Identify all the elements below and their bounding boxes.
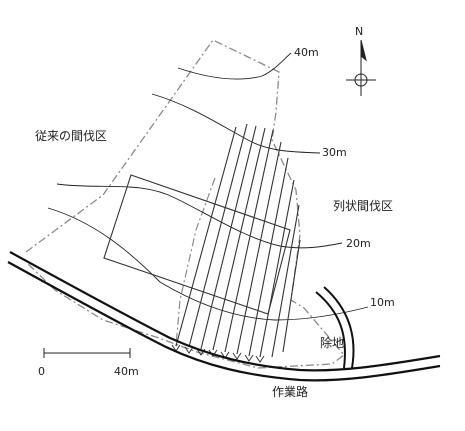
scale-bar [43, 348, 131, 358]
conventional-thinning-plot [103, 174, 291, 315]
inner-boundary [175, 177, 216, 347]
scale-end-label: 40m [114, 365, 139, 378]
contour-30m-label: 30m [322, 146, 347, 159]
contour-30m-line [151, 93, 321, 154]
excluded-area-label: 除地 [320, 336, 345, 350]
stand-boundary [25, 39, 345, 369]
contour-40m-label: 40m [294, 46, 319, 59]
contour-10m-label: 10m [370, 296, 395, 309]
row-thinning-label: 列状間伐区 [333, 199, 394, 213]
north-arrow-icon [346, 39, 376, 96]
scale-start-label: 0 [38, 365, 45, 378]
contour-40m-line [177, 52, 292, 80]
work-road [7, 251, 441, 382]
work-road-label: 作業路 [272, 385, 309, 399]
row-thinning-strips [175, 123, 301, 358]
contour-20m-label: 20m [346, 237, 371, 250]
contour-10m-line [47, 207, 369, 321]
contour-20m-line [56, 183, 343, 249]
conventional-thinning-label: 従来の間伐区 [35, 129, 108, 143]
compass-north-label: N [355, 25, 364, 38]
